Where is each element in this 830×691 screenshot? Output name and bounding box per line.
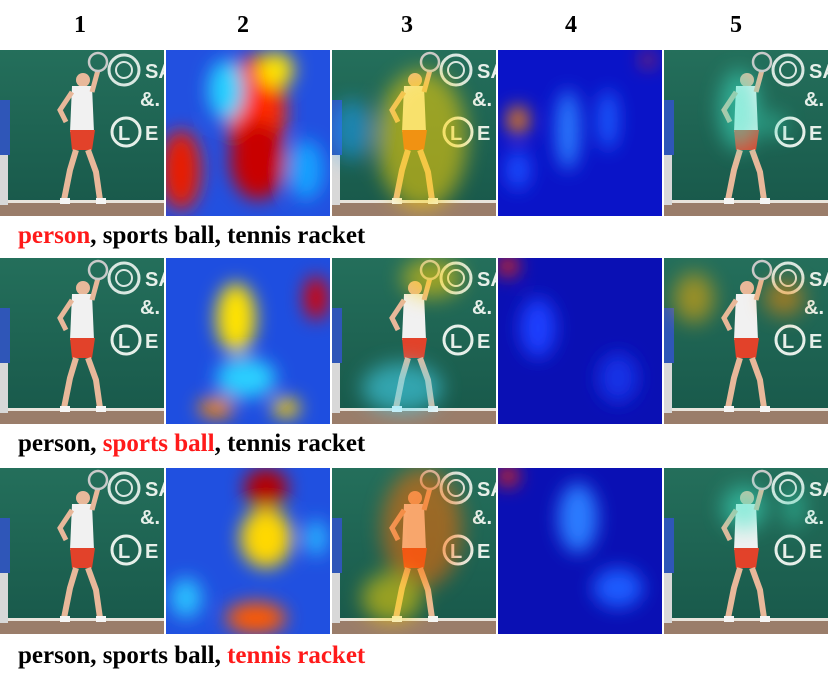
image-row-1: SA &. L E SA &. L E: [0, 50, 830, 216]
svg-text:&.: &.: [140, 89, 160, 111]
svg-text:L: L: [782, 331, 794, 353]
svg-text:&.: &.: [140, 297, 160, 319]
svg-text:&.: &.: [804, 507, 824, 529]
svg-text:L: L: [118, 541, 130, 563]
overlay-image: SA &. L E: [664, 468, 828, 634]
svg-text:&.: &.: [140, 507, 160, 529]
caption-label-person: person: [18, 222, 91, 249]
caption-separator: ,: [90, 642, 103, 669]
svg-text:E: E: [145, 331, 158, 353]
caption-label-tennis-racket: tennis racket: [227, 430, 366, 457]
svg-text:&.: &.: [804, 297, 824, 319]
caption-separator: ,: [90, 222, 103, 249]
caption-label-person: person: [18, 642, 91, 669]
caption-label-sports-ball: sports ball: [102, 430, 215, 457]
overlay-image: SA &. L E: [332, 468, 496, 634]
svg-text:E: E: [145, 541, 158, 563]
column-header-2: 2: [237, 12, 249, 38]
caption-separator: ,: [90, 430, 103, 457]
svg-text:E: E: [809, 123, 822, 145]
svg-text:E: E: [477, 331, 490, 353]
original-image: SA &. L E: [0, 50, 164, 216]
svg-text:SA: SA: [477, 479, 496, 501]
column-header-3: 3: [401, 12, 413, 38]
caption-label-sports-ball: sports ball: [102, 222, 215, 249]
original-image: SA &. L E: [0, 258, 164, 424]
caption-separator: ,: [214, 430, 228, 457]
svg-text:&.: &.: [472, 297, 492, 319]
caption-label-tennis-racket: tennis racket: [227, 222, 366, 249]
original-image: SA &. L E: [0, 468, 164, 634]
svg-text:E: E: [477, 123, 490, 145]
svg-text:&.: &.: [472, 89, 492, 111]
caption-row-1: person, sports ball, tennis racket: [18, 222, 365, 250]
svg-text:L: L: [118, 331, 130, 353]
column-header-5: 5: [730, 12, 742, 38]
svg-text:SA: SA: [145, 269, 164, 291]
svg-text:E: E: [809, 331, 822, 353]
svg-text:L: L: [118, 123, 130, 145]
column-header-1: 1: [74, 12, 86, 38]
caption-separator: ,: [214, 642, 228, 669]
svg-text:SA: SA: [477, 61, 496, 83]
svg-text:&.: &.: [804, 89, 824, 111]
caption-separator: ,: [214, 222, 228, 249]
image-row-3: SA &. L E SA &. L E: [0, 468, 830, 634]
image-row-2: SA &. L E SA &. L E: [0, 258, 830, 424]
overlay-image: SA &. L E: [332, 50, 496, 216]
svg-text:E: E: [477, 541, 490, 563]
overlay-image: SA &. L E: [332, 258, 496, 424]
svg-text:E: E: [809, 541, 822, 563]
heatmap-image: [166, 50, 330, 216]
heatmap-image: [166, 258, 330, 424]
svg-text:E: E: [145, 123, 158, 145]
caption-row-3: person, sports ball, tennis racket: [18, 642, 365, 670]
svg-text:L: L: [782, 541, 794, 563]
heatmap-image: [498, 50, 662, 216]
overlay-image: SA &. L E: [664, 50, 828, 216]
svg-text:L: L: [450, 331, 462, 353]
caption-label-sports-ball: sports ball: [102, 642, 215, 669]
svg-text:SA: SA: [809, 479, 828, 501]
overlay-image: SA &. L E: [664, 258, 828, 424]
svg-text:&.: &.: [472, 507, 492, 529]
svg-text:SA: SA: [477, 269, 496, 291]
heatmap-image: [498, 468, 662, 634]
svg-text:SA: SA: [145, 61, 164, 83]
heatmap-image: [498, 258, 662, 424]
svg-text:SA: SA: [145, 479, 164, 501]
svg-text:SA: SA: [809, 61, 828, 83]
column-header-4: 4: [565, 12, 577, 38]
caption-label-person: person: [18, 430, 91, 457]
heatmap-image: [166, 468, 330, 634]
svg-text:SA: SA: [809, 269, 828, 291]
caption-label-tennis-racket: tennis racket: [227, 642, 366, 669]
caption-row-2: person, sports ball, tennis racket: [18, 430, 365, 458]
